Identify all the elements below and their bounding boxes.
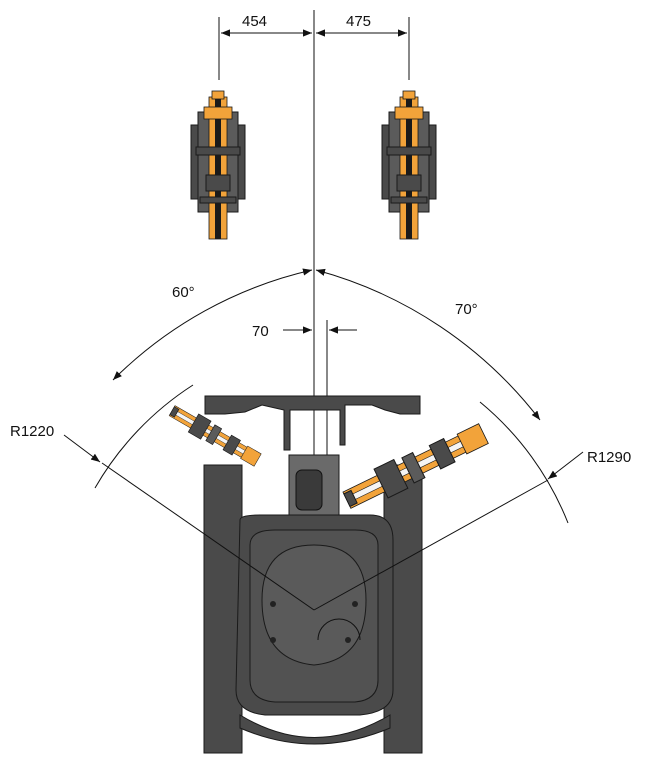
left-offset-label: 454 [242,13,267,30]
front-frame [204,395,421,451]
pivot-arc [317,618,361,641]
center-offset-label: 70 [252,323,269,340]
bolt [270,637,276,643]
right-angle-label: 70° [455,301,478,318]
engine-cover [261,544,367,666]
reach-radius: R1220 R1290 [10,384,631,611]
top-dimension: 454 475 [218,13,410,80]
left-angle-label: 60° [172,284,195,301]
left-radius-label: R1220 [10,423,54,440]
carrier-machine [203,395,423,754]
operator-seat [295,469,323,511]
swing-angle-arcs: 60° 70° [112,268,541,421]
right-radius-label: R1290 [587,449,631,466]
right-offset-label: 475 [346,13,371,30]
bolt [345,637,351,643]
bolt [352,601,358,607]
bolt [270,601,276,607]
left-track [203,464,243,754]
rear-bumper [239,714,391,745]
boom-top-view-left [189,90,247,243]
boom-top-view-right [380,90,438,243]
